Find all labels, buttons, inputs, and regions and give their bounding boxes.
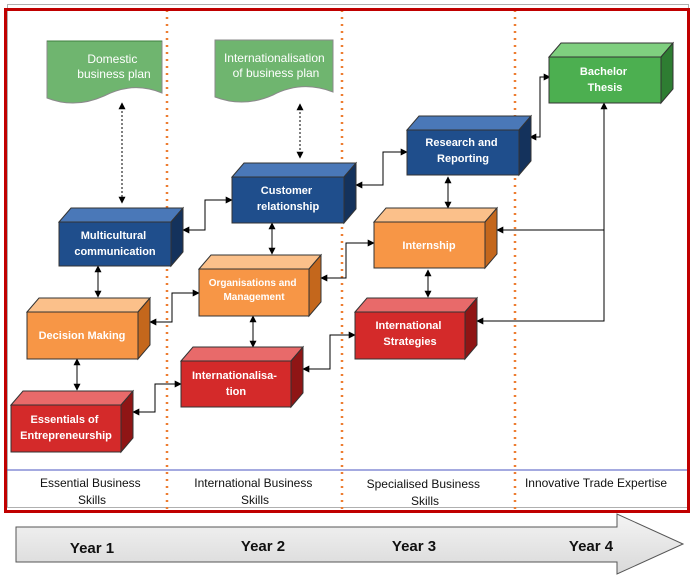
box-customer-relationship-line-1: Customer [261, 185, 313, 197]
connector-multicultural-customer [182, 196, 233, 234]
box-international-strategies-text: International Strategies [375, 320, 444, 348]
column-label-4-line-1: Innovative Trade Expertise [525, 476, 667, 490]
column-label-3-line-1: Specialised Business [367, 477, 480, 491]
year-label-3: Year 3 [392, 538, 436, 555]
box-customer-relationship: Customer relationship [230, 161, 358, 225]
box-research-reporting-line-2: Reporting [437, 153, 489, 165]
box-international-strategies-line-2: Strategies [383, 336, 436, 348]
box-internationalisation-text: Internationalisa- tion [192, 370, 280, 398]
box-multicultural-communication: Multicultural communication [57, 206, 185, 268]
doc-domestic-line-2: business plan [77, 67, 150, 81]
box-bachelor-thesis-line-2: Thesis [588, 82, 623, 94]
connectors [73, 73, 608, 416]
box-customer-relationship-text: Customer relationship [257, 185, 320, 213]
box-research-reporting-line-1: Research and [425, 137, 497, 149]
box-multicultural-line-1: Multicultural [81, 230, 146, 242]
column-labels: Essential Business Skills International … [40, 476, 667, 508]
box-internship-line-1: Internship [402, 240, 455, 252]
column-label-1: Essential Business Skills [40, 476, 144, 507]
column-label-3: Specialised Business Skills [367, 477, 484, 508]
box-organisations-line-2: Management [223, 292, 285, 303]
connector-internationalisation-strategies [302, 331, 356, 373]
box-internationalisation-line-2: tion [226, 386, 246, 398]
year-label-4: Year 4 [569, 538, 614, 555]
column-label-2-line-1: International Business [194, 476, 312, 490]
box-multicultural-line-2: communication [74, 246, 156, 258]
year-label-2: Year 2 [241, 538, 285, 555]
column-label-1-line-2: Skills [78, 493, 106, 507]
box-essentials-line-1: Essentials of [31, 414, 99, 426]
red-frame [4, 8, 690, 513]
doc-domestic-text: Domestic business plan [77, 52, 150, 81]
connector-customer-research [355, 148, 408, 189]
box-multicultural-text: Multicultural communication [74, 230, 156, 258]
doc-international-line-1: Internationalisation [224, 51, 325, 65]
box-bachelor-thesis: Bachelor Thesis [547, 41, 675, 105]
box-decision-making-text: Decision Making [39, 330, 126, 342]
box-internationalisation: Internationalisa- tion [179, 345, 305, 409]
box-research-reporting-text: Research and Reporting [425, 137, 500, 165]
box-essentials-text: Essentials of Entrepreneurship [20, 414, 112, 442]
box-internship: Internship [372, 206, 499, 270]
year-timeline-arrow: Year 1 Year 2 Year 3 Year 4 [15, 513, 685, 575]
box-internationalisation-line-1: Internationalisa- [192, 370, 277, 382]
box-customer-relationship-line-2: relationship [257, 201, 320, 213]
column-label-2-line-2: Skills [241, 493, 269, 507]
box-essentials-line-2: Entrepreneurship [20, 430, 112, 442]
connector-thesis-strategies [476, 230, 605, 325]
box-international-strategies-line-1: International [375, 320, 441, 332]
box-internship-text: Internship [402, 240, 455, 252]
year-label-1: Year 1 [70, 540, 114, 557]
box-organisations-line-1: Organisations and [209, 278, 297, 289]
column-label-1-line-1: Essential Business [40, 476, 141, 490]
connector-decision-organisations [149, 289, 200, 326]
column-label-3-line-2: Skills [411, 494, 439, 508]
box-decision-making-line-1: Decision Making [39, 330, 126, 342]
connector-organisations-internship [320, 239, 375, 282]
doc-domestic-line-1: Domestic [87, 52, 137, 66]
box-research-reporting: Research and Reporting [405, 114, 533, 177]
doc-internationalisation-business-plan: Internationalisation of business plan [214, 39, 334, 103]
box-international-strategies: International Strategies [353, 296, 479, 361]
box-organisations-text: Organisations and Management [209, 278, 300, 303]
doc-domestic-business-plan: Domestic business plan [46, 40, 163, 104]
connector-essentials-internationalisation [132, 380, 182, 416]
doc-international-text: Internationalisation of business plan [224, 51, 328, 80]
column-label-4: Innovative Trade Expertise [525, 476, 667, 490]
box-organisations-management: Organisations and Management [197, 253, 323, 318]
box-essentials-entrepreneurship: Essentials of Entrepreneurship [9, 389, 135, 454]
column-label-2: International Business Skills [194, 476, 315, 507]
box-bachelor-thesis-text: Bachelor Thesis [580, 66, 630, 94]
box-decision-making: Decision Making [25, 296, 152, 361]
doc-international-line-2: of business plan [233, 66, 320, 80]
box-bachelor-thesis-line-1: Bachelor [580, 66, 628, 78]
